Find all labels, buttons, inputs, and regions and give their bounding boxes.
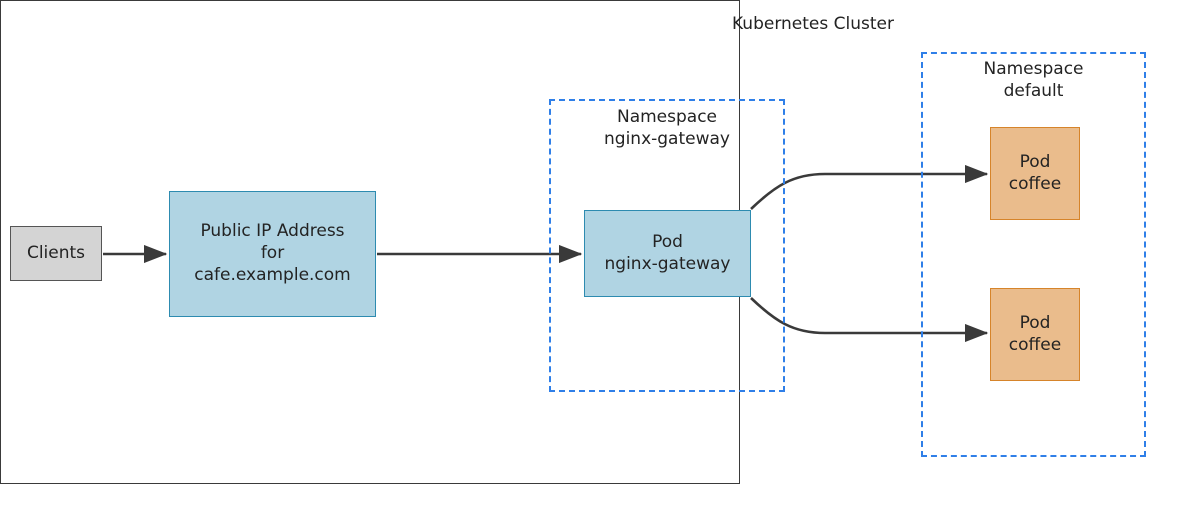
namespace-nginx-gateway-label: Namespace nginx-gateway (604, 107, 730, 150)
node-pod-coffee-2[interactable]: Pod coffee (990, 288, 1080, 381)
node-pod-nginx-gateway[interactable]: Pod nginx-gateway (584, 210, 751, 297)
namespace-default-boundary (921, 52, 1146, 457)
node-public-ip-address[interactable]: Public IP Address for cafe.example.com (169, 191, 376, 317)
namespace-default-label: Namespace default (983, 59, 1084, 102)
namespace-nginx-gateway-boundary (549, 99, 785, 392)
kubernetes-cluster-title: Kubernetes Cluster (732, 14, 894, 34)
node-clients[interactable]: Clients (10, 226, 102, 281)
node-pod-coffee-1[interactable]: Pod coffee (990, 127, 1080, 220)
